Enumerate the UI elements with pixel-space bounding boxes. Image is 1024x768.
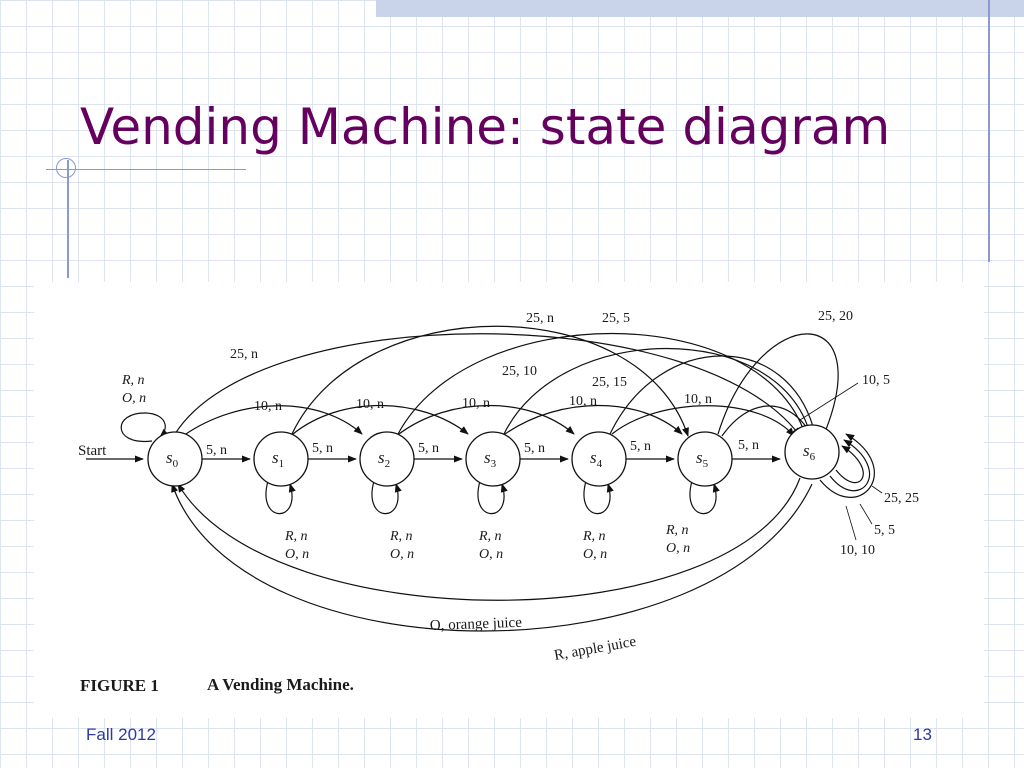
label-s6-loop-outer: 25, 25	[884, 491, 919, 506]
state-circle-s6	[784, 424, 840, 480]
label-ten-s2-s4: 10, n	[462, 396, 490, 411]
state-subscript-s1: 1	[279, 458, 285, 470]
state-subscript-s5: 5	[703, 458, 709, 470]
arc-s1-s5-25n	[291, 325, 689, 437]
self-loop-label-s5-line1: R, n	[665, 523, 689, 538]
pointer-10-5	[799, 382, 859, 421]
arc-ten-s2-s4	[398, 405, 575, 435]
state-circle-s0	[147, 431, 203, 487]
self-loop-s3	[477, 480, 508, 515]
state-subscript-s6: 6	[810, 451, 816, 463]
footer-date: Fall 2012	[86, 725, 156, 744]
label-s5-s6-10-5: 10, 5	[862, 373, 890, 388]
s6-loop-outer	[819, 433, 875, 498]
pointer-25-25	[871, 485, 883, 494]
self-loop-label-s4-line1: R, n	[582, 529, 606, 544]
self-loop-label-s3-line2: O, n	[479, 547, 503, 562]
label-return-apple: R, apple juice	[553, 634, 638, 664]
label-five-s5-s6: 5, n	[738, 438, 759, 453]
self-loop-s5	[689, 480, 720, 515]
s6-loop-middle	[829, 439, 871, 492]
state-circle-s4	[571, 431, 627, 487]
state-subscript-s0: 0	[173, 458, 179, 470]
self-loop-s4	[583, 480, 614, 515]
label-s6-loop-inner: 10, 10	[840, 543, 875, 558]
self-loop-label-s2-line1: R, n	[389, 529, 413, 544]
state-subscript-s2: 2	[385, 458, 391, 470]
state-circle-s5	[677, 431, 733, 487]
title-decor-circle	[56, 158, 76, 178]
self-loop-label-s0-line1: R, n	[121, 373, 145, 388]
arc-s0-s6-25n	[174, 333, 801, 437]
label-s4-s6-25-15: 25, 15	[592, 375, 627, 390]
arc-s3-s6-25-10	[503, 347, 812, 435]
label-five-s1-s2: 5, n	[312, 441, 333, 456]
state-circle-s1	[253, 431, 309, 487]
left-decor-line	[67, 160, 69, 278]
arc-ten-s3-s5	[504, 405, 683, 435]
label-s2-s6-25-5: 25, 5	[602, 311, 630, 326]
self-loop-label-s2-line2: O, n	[390, 547, 414, 562]
label-five-s4-s5: 5, n	[630, 439, 651, 454]
arc-return-orange	[177, 477, 801, 601]
label-s5-s6-25-20: 25, 20	[818, 309, 853, 324]
label-five-s2-s3: 5, n	[418, 441, 439, 456]
self-loop-label-s4-line2: O, n	[583, 547, 607, 562]
arc-return-apple	[171, 483, 813, 632]
footer-page-number: 13	[913, 725, 932, 744]
self-loop-label-s0-line2: O, n	[122, 391, 146, 406]
figure-caption-label: FIGURE 1	[80, 676, 159, 695]
figure-caption-text: A Vending Machine.	[207, 675, 354, 694]
self-loop-label-s5-line2: O, n	[666, 541, 690, 556]
arc-s2-s6-25-5	[397, 333, 806, 435]
arc-ten-s4-s6	[611, 405, 795, 437]
label-ten-s1-s3: 10, n	[356, 397, 384, 412]
state-diagram: Start	[78, 309, 919, 695]
state-subscript-s4: 4	[597, 458, 603, 470]
right-decor-line	[988, 0, 990, 262]
self-loop-label-s1-line1: R, n	[284, 529, 308, 544]
state-circle-s2	[359, 431, 415, 487]
label-ten-s0-s2: 10, n	[254, 399, 282, 414]
label-ten-s4-s6: 10, n	[684, 392, 712, 407]
arc-s5-s6-10-5	[721, 405, 813, 437]
state-circle-s3	[465, 431, 521, 487]
pointer-10-10	[845, 505, 857, 541]
label-ten-s3-s5: 10, n	[569, 394, 597, 409]
label-s1-s5-25n: 25, n	[526, 311, 554, 326]
arc-s4-s6-25-15	[609, 355, 817, 435]
label-five-s0-s1: 5, n	[206, 443, 227, 458]
label-s6-loop-middle: 5, 5	[874, 523, 895, 538]
label-s3-s6-25-10: 25, 10	[502, 364, 537, 379]
title-rule	[46, 169, 246, 170]
slide-title: Vending Machine: state diagram	[80, 98, 891, 156]
start-label: Start	[78, 443, 107, 459]
label-five-s3-s4: 5, n	[524, 441, 545, 456]
figure-panel: Start	[34, 282, 984, 718]
state-subscript-s3: 3	[491, 458, 497, 470]
self-loop-label-s3-line1: R, n	[478, 529, 502, 544]
s6-loop-inner	[835, 445, 864, 484]
self-loop-s2	[371, 480, 402, 515]
arc-ten-s1-s3	[292, 405, 469, 435]
arc-ten-s0-s2	[182, 405, 363, 437]
label-return-orange: O, orange juice	[430, 615, 523, 634]
top-decor-bar	[376, 0, 1024, 17]
label-s0-s6-25n: 25, n	[230, 347, 258, 362]
self-loop-s1	[265, 480, 296, 515]
self-loop-s0	[120, 412, 169, 443]
self-loop-labels: R, n O, n R, n O, n R, n O, n R, n O, n R, n O, n…	[121, 373, 690, 562]
pointer-5-5	[859, 503, 873, 525]
arc-s5-s6-25-20	[717, 333, 839, 438]
self-loop-label-s1-line2: O, n	[285, 547, 309, 562]
